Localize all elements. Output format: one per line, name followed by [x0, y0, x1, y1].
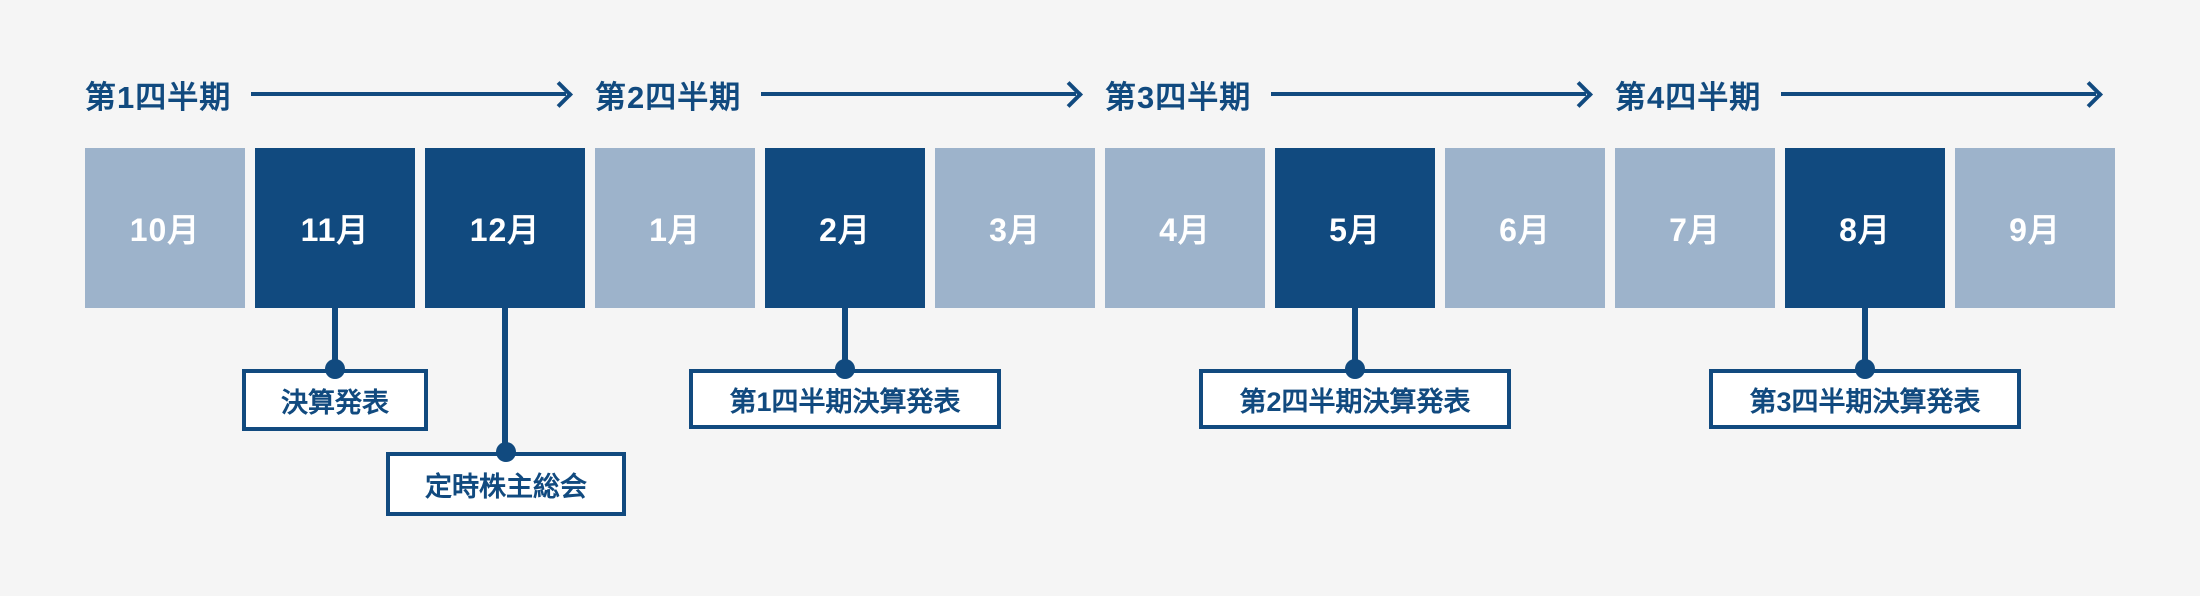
month-cell-feb: 2月 — [765, 148, 925, 308]
month-cell-sep: 9月 — [1955, 148, 2115, 308]
quarter-label-q3: 第3四半期 — [1105, 79, 1252, 115]
event-label-q1-earnings-announcement: 第1四半期決算発表 — [689, 369, 1001, 429]
event-connector-may — [1352, 306, 1358, 369]
connector-dot-icon — [496, 442, 516, 462]
month-cell-dec: 12月 — [425, 148, 585, 308]
event-connector-dec — [502, 306, 508, 452]
quarter-section-q1: 第1四半期 — [85, 72, 585, 116]
month-cell-jul: 7月 — [1615, 148, 1775, 308]
quarter-label-q4: 第4四半期 — [1615, 79, 1762, 115]
month-cell-apr: 4月 — [1105, 148, 1265, 308]
quarter-section-q2: 第2四半期 — [595, 72, 1095, 116]
month-cell-nov: 11月 — [255, 148, 415, 308]
quarter-label-q1: 第1四半期 — [85, 79, 232, 115]
event-connector-aug — [1862, 306, 1868, 369]
month-cell-jan: 1月 — [595, 148, 755, 308]
quarter-label-q2: 第2四半期 — [595, 79, 742, 115]
connector-dot-icon — [325, 359, 345, 379]
month-row: 10月 11月 12月 1月 2月 3月 4月 5月 6月 7月 8月 9月 — [85, 148, 2115, 308]
month-cell-jun: 6月 — [1445, 148, 1605, 308]
month-cell-oct: 10月 — [85, 148, 245, 308]
connector-dot-icon — [835, 359, 855, 379]
connector-dot-icon — [1855, 359, 1875, 379]
arrow-right-icon — [761, 80, 1083, 108]
month-cell-mar: 3月 — [935, 148, 1095, 308]
quarter-section-q4: 第4四半期 — [1615, 72, 2115, 116]
connector-dot-icon — [1345, 359, 1365, 379]
event-connector-nov — [332, 306, 338, 369]
quarter-section-q3: 第3四半期 — [1105, 72, 1605, 116]
event-connector-feb — [842, 306, 848, 369]
arrow-right-icon — [1271, 80, 1593, 108]
month-cell-may: 5月 — [1275, 148, 1435, 308]
event-label-q3-earnings-announcement: 第3四半期決算発表 — [1709, 369, 2021, 429]
arrow-right-icon — [251, 80, 573, 108]
arrow-right-icon — [1781, 80, 2103, 108]
event-label-general-meeting: 定時株主総会 — [386, 452, 626, 516]
month-cell-aug: 8月 — [1785, 148, 1945, 308]
